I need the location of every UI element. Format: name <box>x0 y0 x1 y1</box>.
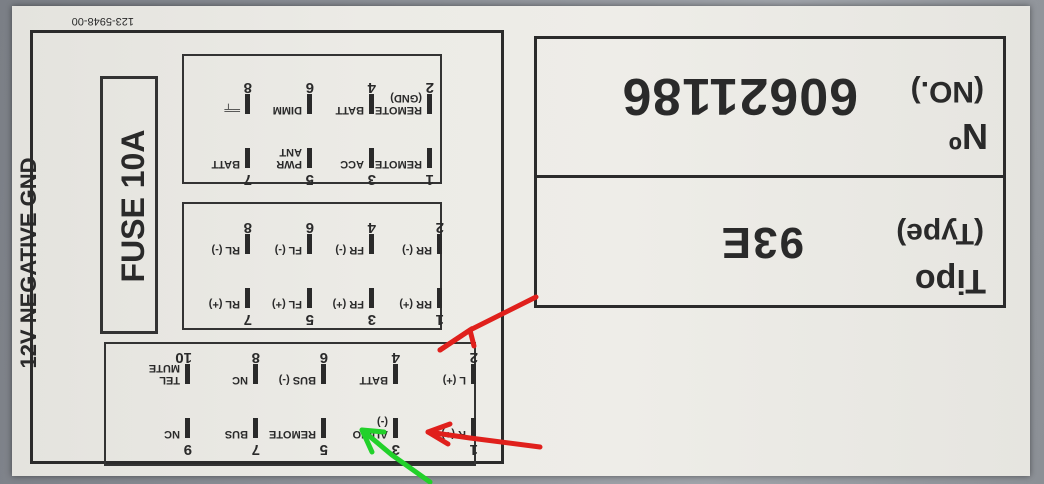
green-arrow <box>359 427 433 484</box>
red-arrow-bottom <box>425 421 543 450</box>
sticker-label <box>12 6 1030 476</box>
red-arrow-top <box>437 294 539 353</box>
